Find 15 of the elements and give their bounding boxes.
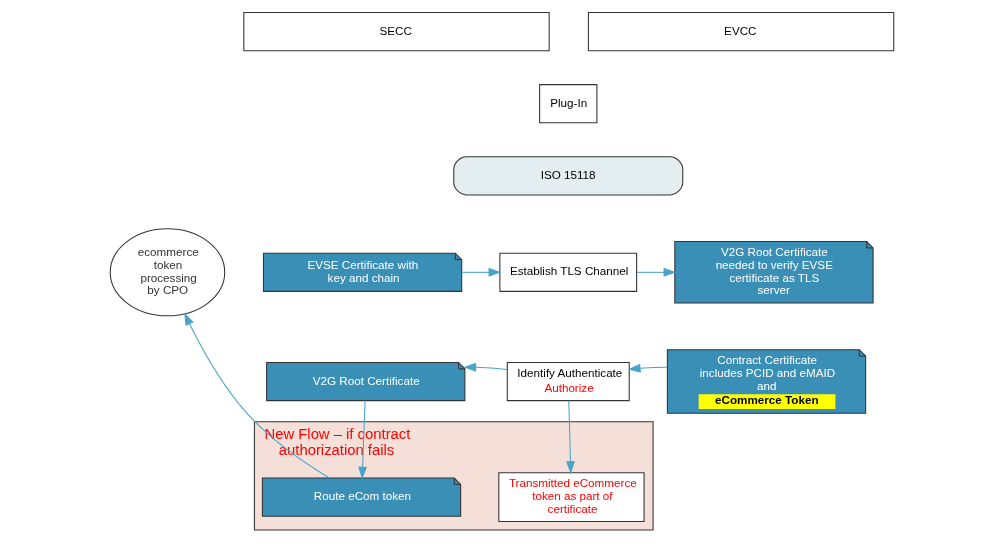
node-box: Plug-In: [538, 84, 597, 124]
node-box: SECC: [242, 12, 550, 52]
arrow: [635, 267, 676, 277]
arrow: [357, 400, 367, 480]
arrow: [183, 312, 329, 479]
node-box: ISO 15118: [452, 156, 683, 196]
arrow: [460, 267, 501, 277]
arrow: [627, 363, 668, 373]
node-box: EVCC: [587, 12, 894, 52]
node-box: Establish TLS Channel: [498, 252, 637, 292]
arrow: [565, 400, 575, 474]
node-box: Transmitted eCommerce token as part of certificate: [497, 472, 645, 522]
node-ellipse: ecommerce token processing by CPO: [109, 228, 225, 317]
arrow: [462, 362, 507, 372]
node-box: Identify Authenticate Authorize: [506, 361, 630, 402]
